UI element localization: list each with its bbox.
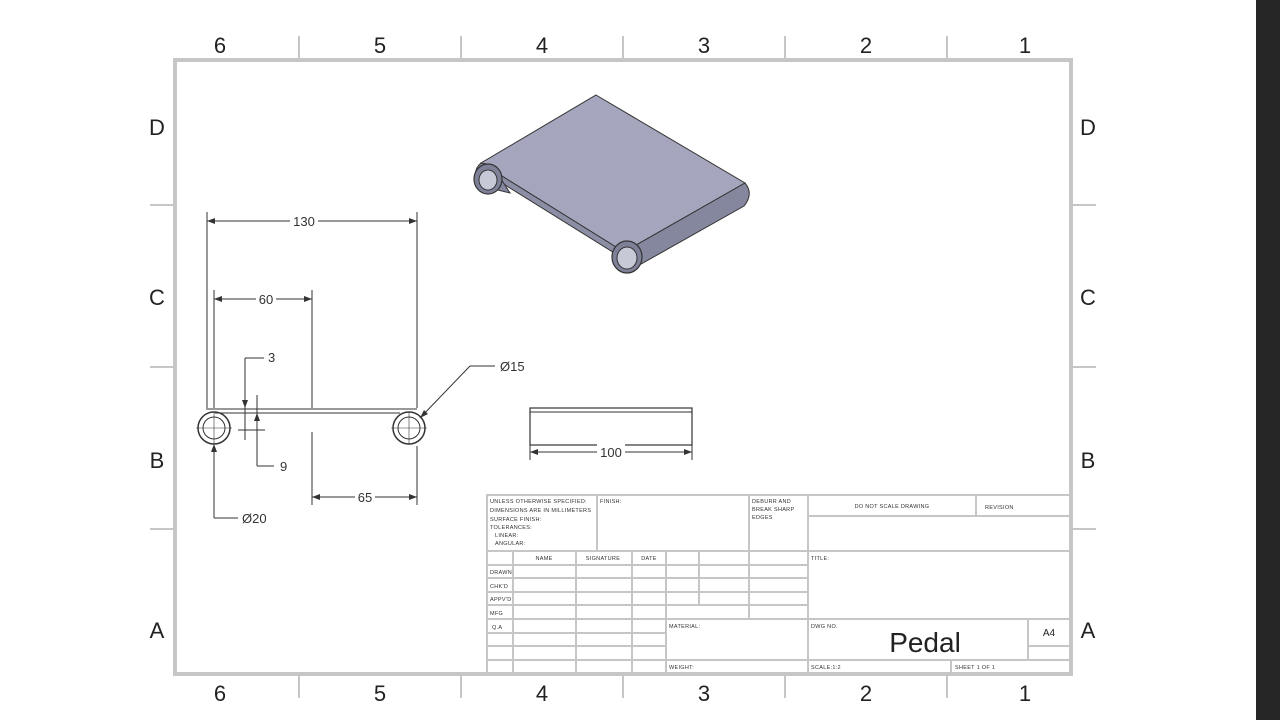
tb-note-2: DIMENSIONS ARE IN MILLIMETERS <box>490 508 591 514</box>
row-label-b-right: B <box>1081 448 1096 473</box>
front-view <box>196 212 495 519</box>
tb-row-drawn: DRAWN <box>490 570 512 576</box>
col-label-4-bottom: 4 <box>536 681 548 706</box>
row-label-a-left: A <box>150 618 165 643</box>
tb-deburr-1: DEBURR AND <box>752 499 791 505</box>
tb-material: MATERIAL: <box>669 624 700 630</box>
col-label-3-bottom: 3 <box>698 681 710 706</box>
tb-note-5: LINEAR: <box>495 533 519 539</box>
tb-col-name: NAME <box>535 556 552 562</box>
col-label-1-top: 1 <box>1019 33 1031 58</box>
row-label-c-right: C <box>1080 285 1096 310</box>
scrollbar[interactable] <box>1256 0 1280 720</box>
tb-weight: WEIGHT: <box>669 665 694 671</box>
row-label-d-right: D <box>1080 115 1096 140</box>
tb-finish: FINISH: <box>600 499 622 505</box>
dim-dia-15: Ø15 <box>500 359 525 374</box>
col-label-2-top: 2 <box>860 33 872 58</box>
col-label-2-bottom: 2 <box>860 681 872 706</box>
front-view-arrows <box>207 218 428 500</box>
top-view-arrow-left <box>530 449 538 455</box>
tb-size: A4 <box>1043 628 1056 639</box>
dim-65: 65 <box>358 490 372 505</box>
col-label-3-top: 3 <box>698 33 710 58</box>
isometric-view <box>473 94 750 274</box>
row-label-c-left: C <box>149 285 165 310</box>
col-label-5-top: 5 <box>374 33 386 58</box>
zone-ticks <box>150 36 1096 698</box>
top-view-arrow-right <box>684 449 692 455</box>
tb-row-mfg: MFG <box>490 611 503 617</box>
tb-part-name: Pedal <box>889 627 961 658</box>
title-block <box>486 494 1072 675</box>
row-label-d-left: D <box>149 115 165 140</box>
col-label-6-top: 6 <box>214 33 226 58</box>
tb-note-1: UNLESS OTHERWISE SPECIFIED: <box>490 499 587 505</box>
tb-col-date: DATE <box>641 556 656 562</box>
col-label-6-bottom: 6 <box>214 681 226 706</box>
row-label-a-right: A <box>1081 618 1096 643</box>
dim-100: 100 <box>600 445 622 460</box>
tb-title-label: TITLE: <box>811 556 829 562</box>
col-label-1-bottom: 1 <box>1019 681 1031 706</box>
tb-scale: SCALE:1:2 <box>811 665 841 671</box>
tb-note-3: SURFACE FINISH: <box>490 517 542 523</box>
row-label-b-left: B <box>150 448 165 473</box>
tb-row-qa: Q.A <box>492 625 502 631</box>
tb-dwg-no: DWG NO. <box>811 624 838 630</box>
dim-130: 130 <box>293 214 315 229</box>
tb-deburr-3: EDGES <box>752 515 773 521</box>
dim-dia-20: Ø20 <box>242 511 267 526</box>
tb-row-chkd: CHK'D <box>490 584 508 590</box>
dim-9: 9 <box>280 459 287 474</box>
col-label-5-bottom: 5 <box>374 681 386 706</box>
dim-60: 60 <box>259 292 273 307</box>
tb-sheet: SHEET 1 OF 1 <box>955 665 995 671</box>
col-label-4-top: 4 <box>536 33 548 58</box>
dim-3: 3 <box>268 350 275 365</box>
tb-deburr-2: BREAK SHARP <box>752 507 794 513</box>
tb-do-not-scale: DO NOT SCALE DRAWING <box>855 504 930 510</box>
tb-note-4: TOLERANCES: <box>490 525 532 531</box>
tb-row-appvd: APPV'D <box>490 597 512 603</box>
tb-revision: REVISION <box>985 505 1014 511</box>
tb-col-signature: SIGNATURE <box>586 556 620 562</box>
tb-note-6: ANGULAR: <box>495 541 526 547</box>
